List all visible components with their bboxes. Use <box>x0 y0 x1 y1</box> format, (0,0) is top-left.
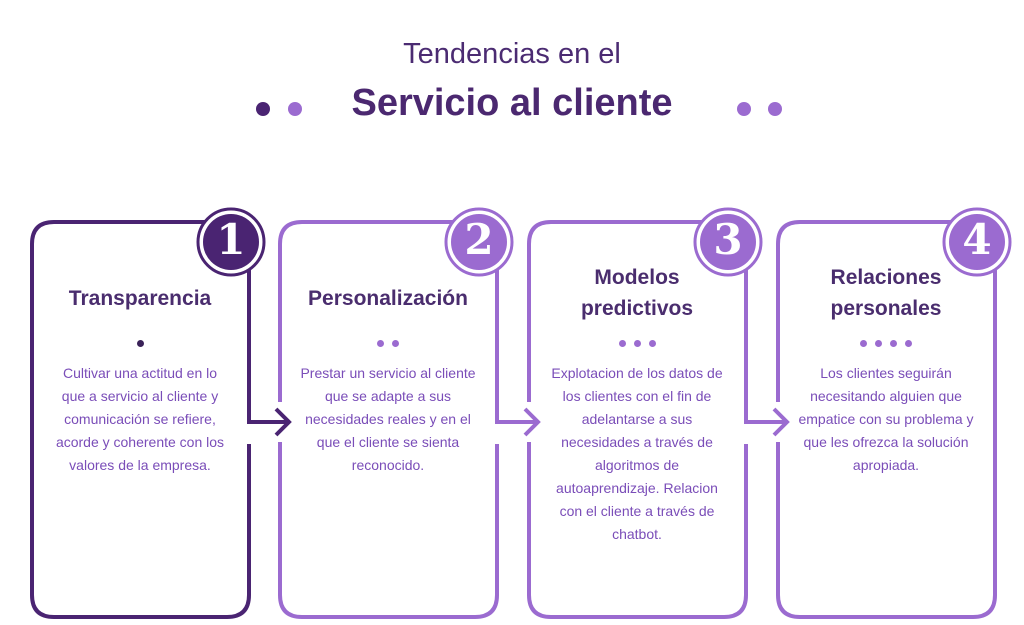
card-title: Personalización <box>308 287 468 310</box>
step-dots <box>280 334 496 347</box>
title-dot <box>768 102 782 116</box>
card-description: Cultivar una actitud en lo que a servici… <box>55 365 225 473</box>
step-dots <box>529 334 745 347</box>
step-number: 4 <box>962 215 992 264</box>
badge-circle <box>203 214 259 270</box>
title-dot <box>288 102 302 116</box>
card-description: Explotacion de los datos de los clientes… <box>551 365 723 542</box>
badge-circle <box>949 214 1005 270</box>
arrow-icon <box>744 404 790 437</box>
card-title: Modelos predictivos <box>580 266 694 320</box>
dot <box>648 340 656 347</box>
dot <box>618 340 626 347</box>
card-title: Relaciones personales <box>830 266 942 320</box>
dot <box>875 340 882 347</box>
title-dot <box>737 102 751 116</box>
step-number: 2 <box>464 215 494 264</box>
dot <box>905 340 912 347</box>
step-dots <box>778 334 994 347</box>
page-title: Servicio al cliente <box>351 82 673 124</box>
step-number: 3 <box>713 215 743 264</box>
card-title: Transparencia <box>68 287 212 310</box>
card-description: Los clientes seguirán necesitando alguie… <box>798 365 974 473</box>
card-border <box>776 220 997 619</box>
badge-circle <box>451 214 507 270</box>
dot <box>890 340 897 347</box>
dot <box>377 340 384 347</box>
dot <box>860 340 867 347</box>
step-dots <box>32 334 248 347</box>
arrow-icon <box>247 404 292 437</box>
dot <box>136 340 144 347</box>
arrow-icon <box>495 404 541 437</box>
step-number: 1 <box>216 215 246 264</box>
dot <box>633 340 641 347</box>
subtitle: Tendencias en el <box>403 38 621 70</box>
title-dot <box>256 102 270 116</box>
card-description: Prestar un servicio al cliente que se ad… <box>300 365 476 473</box>
dot <box>392 340 399 347</box>
badge-circle <box>700 214 756 270</box>
